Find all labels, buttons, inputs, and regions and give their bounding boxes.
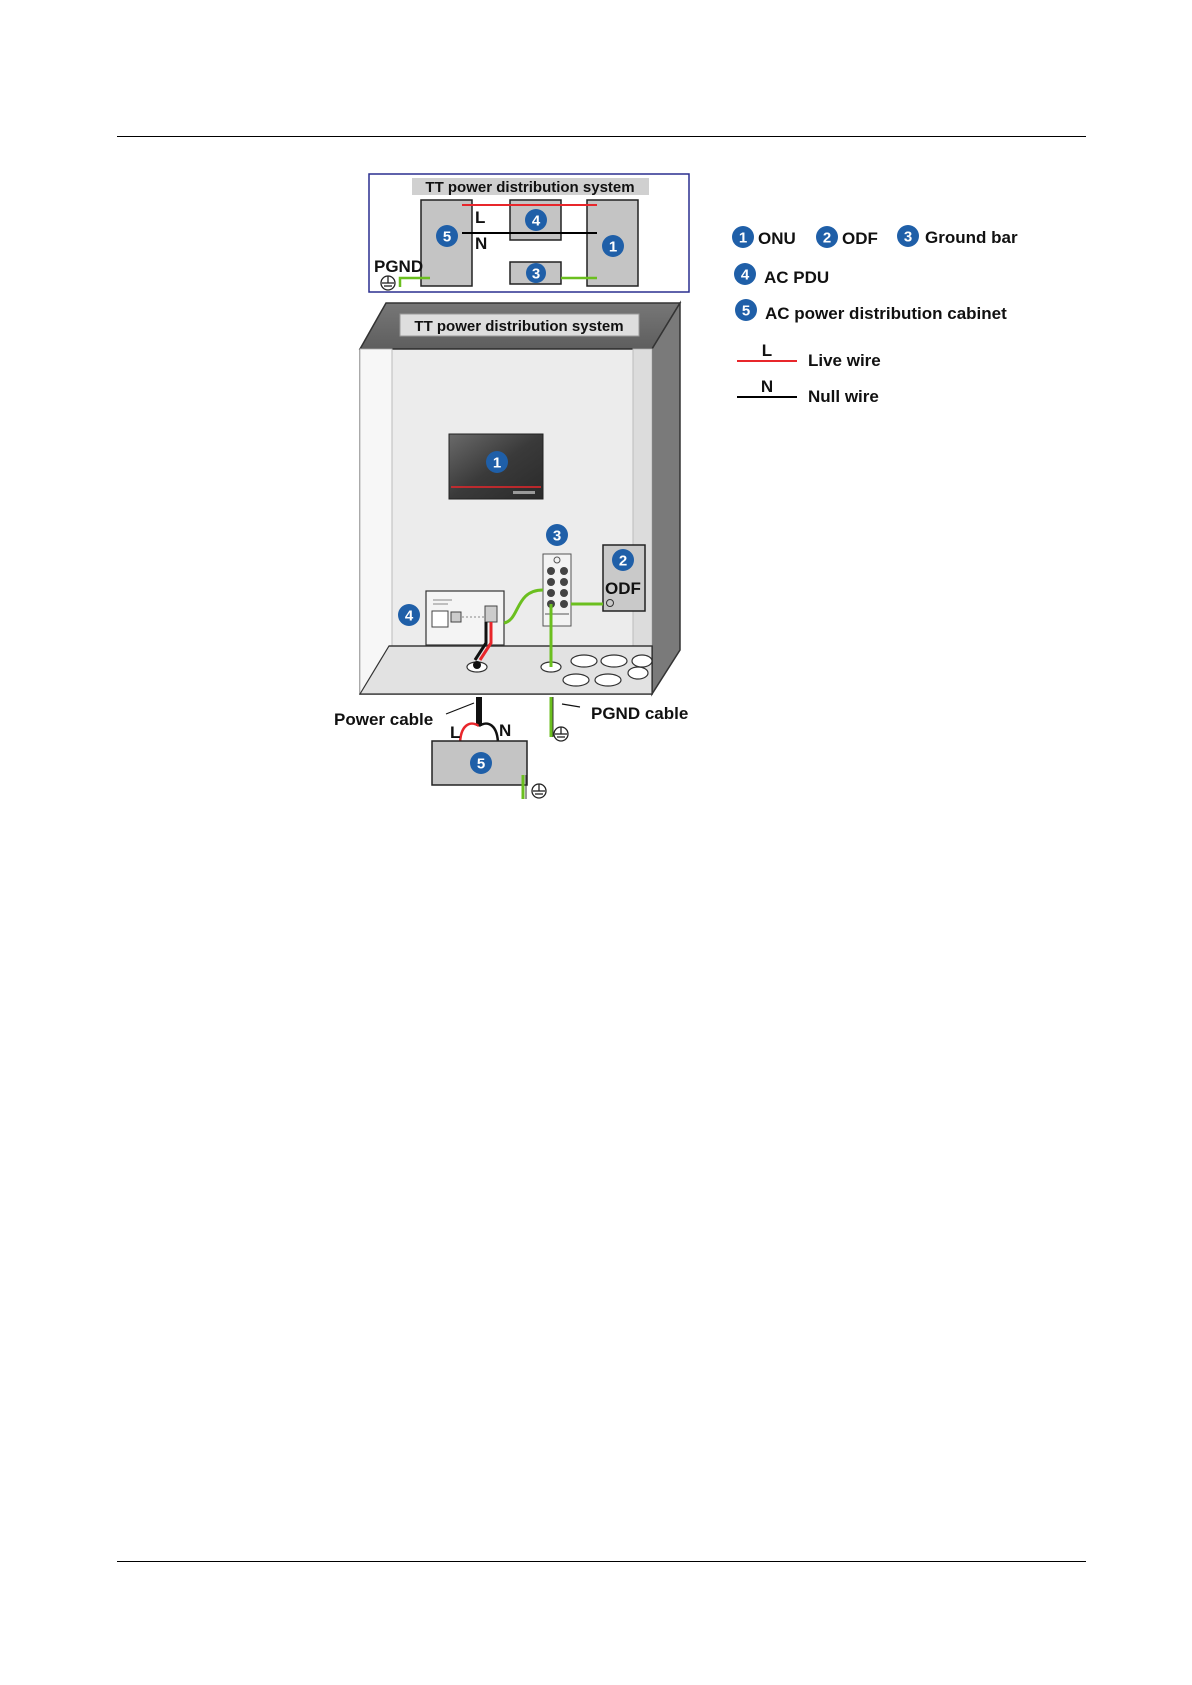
cabinet-odf-label: ODF <box>605 579 641 598</box>
svg-text:3: 3 <box>532 266 540 283</box>
svg-text:ONU: ONU <box>758 229 796 248</box>
svg-text:N: N <box>761 377 773 396</box>
svg-text:4: 4 <box>532 213 541 230</box>
schematic-badge-ac-cabinet: 5 <box>436 225 458 247</box>
cabinet-badge-odf: 2 <box>612 549 634 571</box>
schematic-pgnd-label: PGND <box>374 257 423 276</box>
svg-text:AC power distribution cabinet: AC power distribution cabinet <box>765 304 1007 323</box>
pgnd-cable-label: PGND cable <box>591 704 688 723</box>
svg-text:1: 1 <box>609 239 617 256</box>
external-n-label: N <box>499 721 511 740</box>
legend-item-odf: 2 ODF <box>816 226 878 248</box>
legend-item-ac-pdu: 4 AC PDU <box>734 263 829 287</box>
legend-live-wire: L Live wire <box>737 341 881 370</box>
legend-item-onu: 1 ONU <box>732 226 796 248</box>
external-wiring: Power cable L N PGND cable 5 <box>334 697 688 799</box>
svg-text:Live wire: Live wire <box>808 351 881 370</box>
power-cable-leader <box>446 703 474 714</box>
svg-text:5: 5 <box>477 756 485 773</box>
cabinet-badge-pdu: 4 <box>398 604 420 626</box>
schematic-n-label: N <box>475 234 487 253</box>
svg-text:1: 1 <box>493 455 501 472</box>
svg-text:3: 3 <box>553 528 561 545</box>
svg-text:Ground bar: Ground bar <box>925 228 1018 247</box>
ac-cabinet-ground-icon <box>532 784 546 798</box>
pgnd-cable-leader <box>562 704 580 707</box>
cabinet-ground-bar <box>543 554 571 626</box>
legend-null-wire: N Null wire <box>737 377 879 406</box>
cabinet-illustration: TT power distribution system 1 3 2 <box>360 303 680 694</box>
svg-text:1: 1 <box>739 230 747 247</box>
svg-text:2: 2 <box>823 230 831 247</box>
schematic-badge-pdu: 4 <box>525 209 547 231</box>
svg-text:AC PDU: AC PDU <box>764 268 829 287</box>
pgnd-cable-ground-icon <box>554 727 568 741</box>
cabinet-badge-ac-cabinet: 5 <box>470 752 492 774</box>
schematic-badge-ground-bar: 3 <box>526 263 546 283</box>
legend-item-ground-bar: 3 Ground bar <box>897 225 1018 247</box>
cabinet-front <box>360 349 652 694</box>
legend: 1 ONU 2 ODF 3 Ground bar 4 AC PDU 5 AC p… <box>732 225 1018 406</box>
svg-text:L: L <box>762 341 772 360</box>
schematic-panel: TT power distribution system L N PGND 5 <box>369 174 689 292</box>
legend-item-ac-cabinet: 5 AC power distribution cabinet <box>735 299 1007 323</box>
external-l-label: L <box>450 723 460 742</box>
schematic-badge-onu: 1 <box>602 235 624 257</box>
cabinet-side <box>652 303 680 694</box>
svg-text:4: 4 <box>741 267 750 284</box>
svg-text:5: 5 <box>443 229 451 246</box>
schematic-l-label: L <box>475 208 485 227</box>
cabinet-left-wall <box>360 349 392 694</box>
power-cable-label: Power cable <box>334 710 433 729</box>
schematic-title: TT power distribution system <box>425 179 634 196</box>
cabinet-right-wall <box>633 349 652 694</box>
cabinet-badge-ground-bar: 3 <box>546 524 568 546</box>
svg-text:3: 3 <box>904 229 912 246</box>
svg-text:2: 2 <box>619 553 627 570</box>
cabinet-badge-onu: 1 <box>486 451 508 473</box>
svg-text:4: 4 <box>405 608 414 625</box>
svg-text:ODF: ODF <box>842 229 878 248</box>
svg-text:Null wire: Null wire <box>808 387 879 406</box>
svg-text:5: 5 <box>742 303 750 320</box>
cabinet-title: TT power distribution system <box>414 318 623 335</box>
cabinet-floor <box>360 646 652 694</box>
